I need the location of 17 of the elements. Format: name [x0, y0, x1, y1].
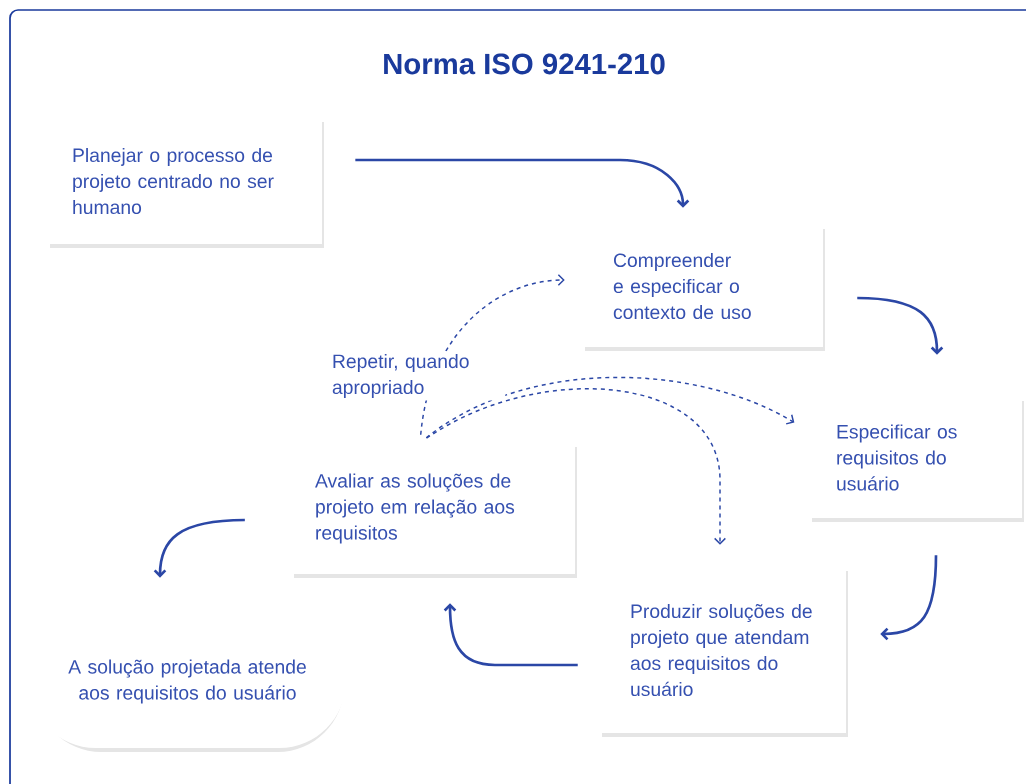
process-box: Avaliar as soluções de projeto em relação aos requisitos — [292, 443, 577, 578]
arrow — [355, 158, 690, 208]
arrow — [880, 555, 938, 641]
arrow — [425, 388, 727, 545]
process-box: Planejar o processo de projeto centrado no ser humano — [48, 118, 324, 248]
arrow — [443, 603, 578, 667]
title: Norma ISO 9241-210 — [384, 53, 665, 75]
arrow — [425, 376, 795, 439]
process-box: Especificar os requisitos do usuário — [810, 396, 1024, 523]
process-box: Produzir soluções de projeto que atendam aos requisitos do usuário — [600, 567, 848, 737]
arrow — [857, 296, 944, 355]
node-label: Compreender e especificar o contexto de uso — [613, 252, 751, 320]
node-label: Especificar os requisitos do usuário — [837, 424, 957, 491]
process-box: Compreender e especificar o contexto de uso — [583, 225, 825, 351]
node-label: A solução projetada atende aos requisitos do usuário — [68, 659, 306, 704]
arrow — [153, 518, 245, 578]
note-label: Repetir, quando apropriado — [329, 351, 506, 401]
